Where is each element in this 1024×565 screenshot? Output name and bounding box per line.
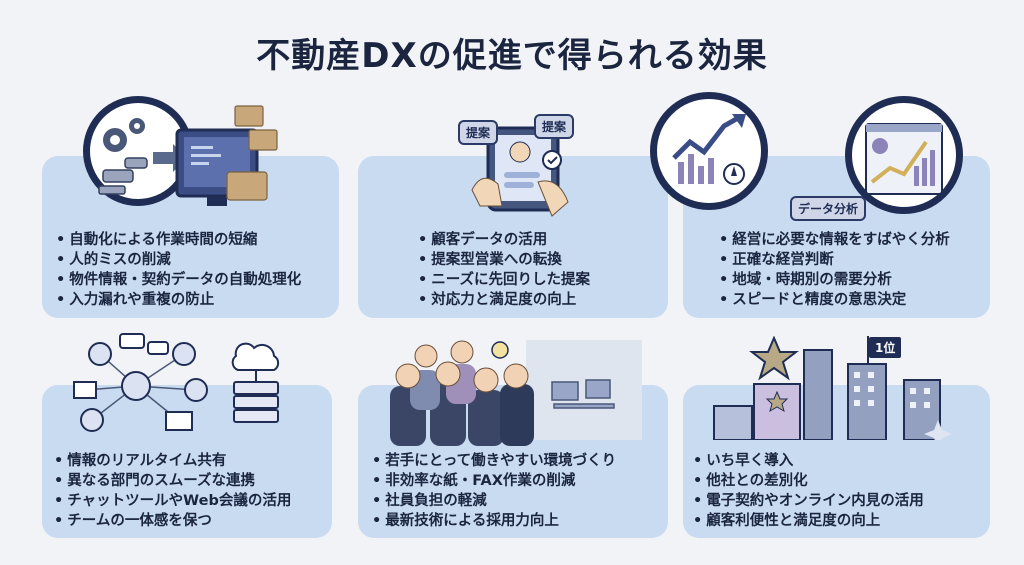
bullet-list: 自動化による作業時間の短縮 人的ミスの削減 物件情報・契約データの自動処理化 入… xyxy=(56,230,301,310)
speech-bubble-icon: 提案 xyxy=(458,120,499,145)
list-item: ニーズに先回りした提案 xyxy=(418,270,590,290)
sparkle-icon xyxy=(924,420,952,440)
line-chart-icon xyxy=(865,123,943,195)
cloud-icon xyxy=(231,342,280,371)
list-item: 入力漏れや重複の防止 xyxy=(56,290,301,310)
list-item: チームの一体感を保つ xyxy=(54,511,291,531)
data-analysis-tag: データ分析 xyxy=(790,196,867,221)
list-item: 最新技術による採用力向上 xyxy=(372,511,616,531)
report-illustration-ring xyxy=(845,96,963,214)
network-icon xyxy=(73,333,280,432)
competitive-illustration xyxy=(713,336,952,440)
list-item: 正確な経営判断 xyxy=(719,250,950,270)
list-item: 物件情報・契約データの自動処理化 xyxy=(56,270,301,290)
list-item: 対応力と満足度の向上 xyxy=(418,290,590,310)
chart-illustration-ring xyxy=(650,92,768,210)
folder-icon xyxy=(226,105,278,201)
list-item: 提案型営業への転換 xyxy=(418,250,590,270)
list-item: 異なる部門のスムーズな連携 xyxy=(54,471,291,491)
list-item: 人的ミスの削減 xyxy=(56,250,301,270)
bullet-list: 情報のリアルタイム共有 異なる部門のスムーズな連携 チャットツールやWeb会議の… xyxy=(54,451,291,531)
card-proposal: 顧客データの活用 提案型営業への転換 ニーズに先回りした提案 対応力と満足度の向… xyxy=(358,156,668,318)
star-icon xyxy=(749,336,799,381)
building-icon xyxy=(803,349,941,440)
bullet-list: 顧客データの活用 提案型営業への転換 ニーズに先回りした提案 対応力と満足度の向… xyxy=(418,230,590,310)
gear-icon xyxy=(103,118,145,152)
page-title: 不動産DXの促進で得られる効果 xyxy=(256,36,768,76)
robot-arm-icon xyxy=(98,157,148,195)
list-item: 社員負担の軽減 xyxy=(372,491,616,511)
list-item: 非効率な紙・FAX作業の削減 xyxy=(372,471,616,491)
list-item: スピードと精度の意思決定 xyxy=(719,290,950,310)
list-item: 若手にとって働きやすい環境づくり xyxy=(372,451,616,471)
podium-icon xyxy=(713,383,801,440)
automation-illustration xyxy=(98,105,278,206)
list-item: 地域・時期別の需要分析 xyxy=(719,270,950,290)
team-photo xyxy=(390,340,642,446)
lightbulb-icon xyxy=(491,341,509,359)
line-chart-icon xyxy=(672,114,746,185)
bullet-list: 若手にとって働きやすい環境づくり 非効率な紙・FAX作業の削減 社員負担の軽減 … xyxy=(372,451,616,531)
tablet-icon xyxy=(471,126,569,217)
rank-badge: 1位 xyxy=(869,337,902,358)
list-item: 経営に必要な情報をすばやく分析 xyxy=(719,230,950,250)
bullet-list: いち早く導入 他社との差別化 電子契約やオンライン内見の活用 顧客利便性と満足度… xyxy=(693,451,924,531)
speech-bubble-icon: 提案 xyxy=(534,114,575,139)
list-item: 顧客データの活用 xyxy=(418,230,590,250)
list-item: いち早く導入 xyxy=(693,451,924,471)
list-item: 情報のリアルタイム共有 xyxy=(54,451,291,471)
bullet-list: 経営に必要な情報をすばやく分析 正確な経営判断 地域・時期別の需要分析 スピード… xyxy=(719,230,950,310)
list-item: 電子契約やオンライン内見の活用 xyxy=(693,491,924,511)
list-item: 他社との差別化 xyxy=(693,471,924,491)
list-item: 顧客利便性と満足度の向上 xyxy=(693,511,924,531)
server-icon xyxy=(233,381,279,423)
list-item: 自動化による作業時間の短縮 xyxy=(56,230,301,250)
list-item: チャットツールやWeb会議の活用 xyxy=(54,491,291,511)
